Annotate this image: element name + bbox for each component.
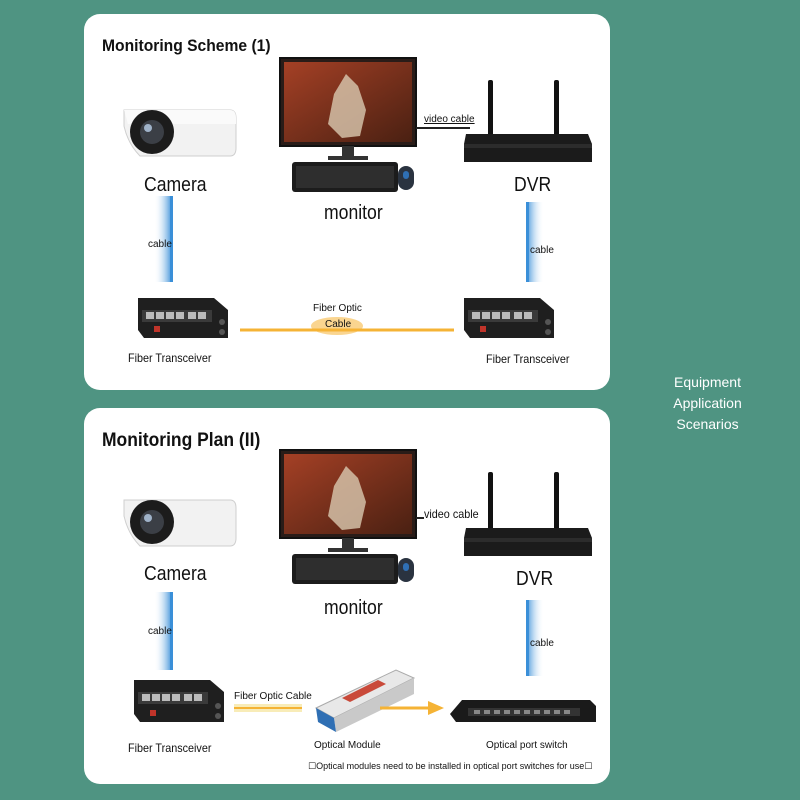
optical-module-label: Optical Module bbox=[314, 740, 381, 751]
scheme-2-title: Monitoring Plan (II) bbox=[102, 430, 261, 451]
camera-label: Camera bbox=[144, 563, 207, 585]
cable-left-line bbox=[154, 196, 172, 282]
fiber-optic-cable-label: Fiber Optic Cable bbox=[234, 691, 312, 702]
camera-icon bbox=[123, 499, 237, 547]
video-cable-label: video cable bbox=[424, 114, 475, 125]
fiber-optic-label-line2: Cable bbox=[325, 319, 352, 330]
cable-right-line bbox=[526, 600, 544, 676]
dvr-icon bbox=[464, 472, 592, 556]
optical-port-switch-label: Optical port switch bbox=[486, 740, 568, 751]
fiber-transceiver-left-label: Fiber Transceiver bbox=[128, 351, 212, 365]
camera-icon bbox=[123, 109, 237, 157]
cable-left-label: cable bbox=[148, 239, 172, 250]
dvr-label: DVR bbox=[514, 174, 552, 196]
cable-right-line bbox=[526, 202, 544, 282]
fiber-transceiver-icon bbox=[134, 680, 224, 722]
dvr-label: DVR bbox=[516, 568, 554, 590]
monitor-label: monitor bbox=[324, 202, 383, 224]
camera-label: Camera bbox=[144, 174, 207, 196]
installation-footnote: ☐Optical modules need to be installed in… bbox=[308, 761, 593, 771]
cable-left-line bbox=[154, 592, 172, 670]
monitor-icon bbox=[279, 57, 417, 192]
monitoring-plan-2-panel: Monitoring Plan (II) Camera monitor DVR … bbox=[84, 408, 610, 784]
equipment-application-scenarios-caption: Equipment Application Scenarios bbox=[640, 372, 775, 435]
monitor-label: monitor bbox=[324, 597, 383, 619]
fiber-transceiver-right-icon bbox=[464, 298, 554, 338]
cable-right-label: cable bbox=[530, 638, 554, 649]
fiber-transceiver-label: Fiber Transceiver bbox=[128, 741, 212, 755]
scheme-1-title: Monitoring Scheme (1) bbox=[102, 36, 271, 55]
side-caption-line-1: Equipment bbox=[674, 374, 741, 390]
optical-port-switch-icon bbox=[450, 700, 596, 722]
monitoring-scheme-1-panel: Monitoring Scheme (1) Camera monitor DVR… bbox=[84, 14, 610, 390]
monitor-icon bbox=[279, 449, 417, 584]
arrow-icon bbox=[428, 701, 444, 715]
fiber-transceiver-left-icon bbox=[138, 298, 228, 338]
fiber-transceiver-right-label: Fiber Transceiver bbox=[486, 352, 570, 366]
side-caption-line-2: Application bbox=[673, 395, 742, 411]
optical-module-icon bbox=[314, 669, 416, 732]
video-cable-label: video cable bbox=[424, 507, 479, 521]
side-caption-line-3: Scenarios bbox=[676, 416, 739, 432]
scheme-2-diagram bbox=[123, 449, 596, 732]
dvr-icon bbox=[464, 80, 592, 162]
cable-right-label: cable bbox=[530, 245, 554, 256]
fiber-optic-label-line1: Fiber Optic bbox=[313, 303, 362, 314]
cable-left-label: cable bbox=[148, 626, 172, 637]
scheme-1-diagram bbox=[123, 57, 592, 338]
